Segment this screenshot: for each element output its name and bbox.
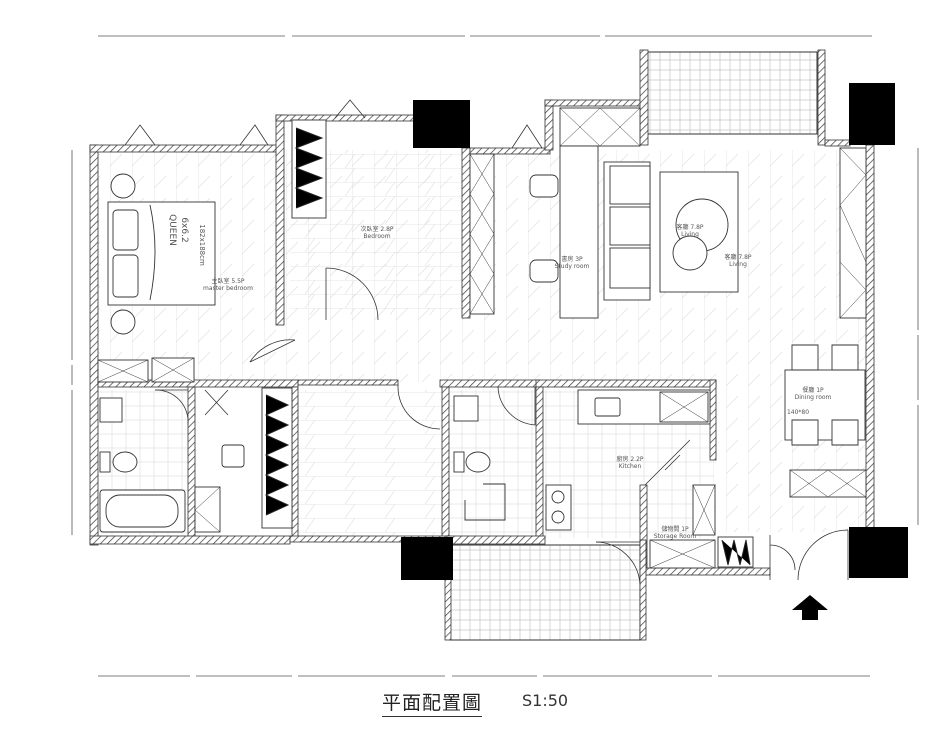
plan-title: 平面配置圖 bbox=[382, 688, 483, 717]
walls bbox=[89, 49, 875, 641]
bath-fixtures bbox=[99, 395, 506, 533]
dining-table-size: 140*80 bbox=[787, 409, 809, 416]
entrance-arrow-icon bbox=[792, 595, 828, 620]
wardrobe-hangers bbox=[264, 127, 751, 566]
structural-columns bbox=[401, 83, 908, 580]
bed-type: QUEEN bbox=[167, 214, 177, 246]
room-label-living-2: 客廳 7.8P bbox=[724, 253, 751, 261]
doors bbox=[124, 99, 849, 586]
bed-cm: 182x188cm bbox=[198, 224, 206, 266]
svg-text:Dining room: Dining room bbox=[795, 394, 832, 401]
room-labels: 主臥室 5.5P master bedroom 次臥室 2.8P Bedroom… bbox=[167, 214, 832, 540]
room-label-bedroom: 次臥室 2.8P bbox=[360, 225, 393, 233]
living-furniture bbox=[529, 145, 866, 446]
svg-text:master bedroom: master bedroom bbox=[203, 285, 253, 292]
dimension-lines bbox=[71, 35, 919, 677]
room-label-storage: 儲物間 1P bbox=[661, 525, 689, 533]
svg-text:Bedroom: Bedroom bbox=[363, 233, 390, 240]
svg-text:Storage Room: Storage Room bbox=[654, 533, 697, 540]
room-label-living: 客廳 7.8P bbox=[676, 223, 703, 231]
room-label-dining: 餐廳 1P bbox=[802, 386, 824, 394]
plan-scale: S1:50 bbox=[522, 691, 569, 710]
room-label-kitchen: 廚房 2.2P bbox=[616, 455, 643, 463]
bed bbox=[107, 173, 216, 335]
svg-text:Kitchen: Kitchen bbox=[619, 463, 642, 470]
svg-text:Living: Living bbox=[729, 261, 747, 268]
bed-size: 6x6.2 bbox=[179, 217, 189, 242]
room-label-study: 書房 3P bbox=[561, 255, 583, 263]
svg-text:Living: Living bbox=[681, 231, 699, 238]
room-label-master-bedroom: 主臥室 5.5P bbox=[211, 277, 244, 285]
svg-text:Study room: Study room bbox=[555, 263, 590, 270]
